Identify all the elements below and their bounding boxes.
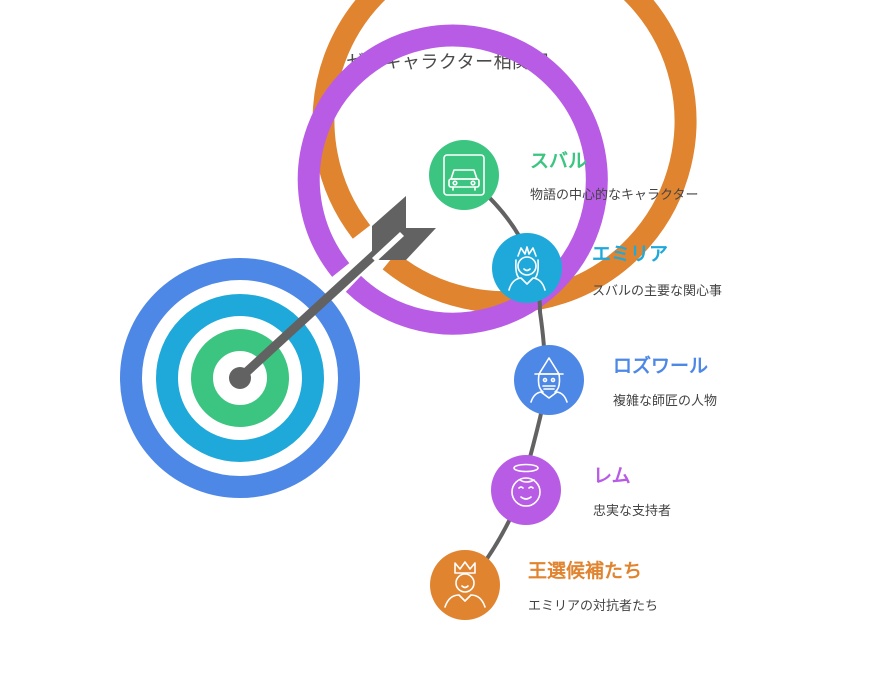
target-ring-blue (120, 258, 360, 498)
character-description: エミリアの対抗者たち (528, 599, 659, 614)
character-name: レム (593, 465, 631, 487)
target-ring-purple (297, 24, 608, 335)
character-node-circle (492, 233, 562, 303)
character-node-circle (491, 455, 561, 525)
arrow-tip (229, 367, 251, 389)
character-node-circle (430, 550, 500, 620)
target-ring-cyan (156, 294, 324, 462)
character-name: 王選候補たち (528, 560, 643, 582)
character-description: スバルの主要な関心事 (592, 284, 723, 299)
arrow-fletch-gap (372, 232, 404, 262)
character-node-2 (492, 233, 562, 303)
arrow (229, 196, 436, 389)
character-node-circle (514, 345, 584, 415)
angel-icon (511, 463, 541, 507)
character-node-4 (491, 455, 561, 525)
princess-icon (508, 246, 546, 291)
king-icon (444, 561, 486, 608)
character-name: エミリア (592, 243, 669, 265)
wizard-icon (530, 357, 568, 403)
car-icon (443, 154, 485, 196)
character-description: 忠実な支持者 (593, 504, 672, 519)
character-node-5 (430, 550, 500, 620)
character-description: 複雑な師匠の人物 (613, 394, 718, 409)
character-name: スバル (530, 150, 588, 172)
arrow-shaft (235, 240, 390, 383)
character-name: ロズワール (613, 355, 709, 377)
target-ring-green (191, 329, 289, 427)
target (120, 0, 697, 498)
character-description: 物語の中心的なキャラクター (530, 188, 699, 203)
character-node-circle (429, 140, 499, 210)
character-node-3 (514, 345, 584, 415)
character-node-1 (429, 140, 499, 210)
